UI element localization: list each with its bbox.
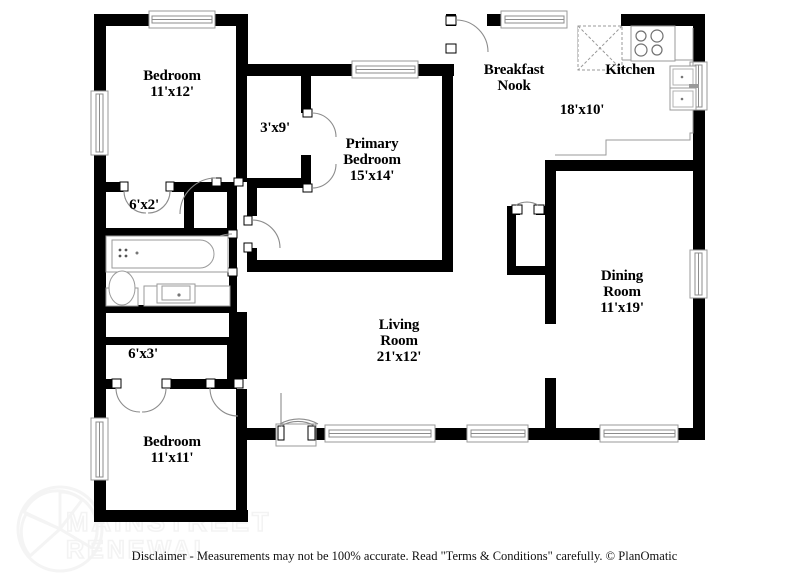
door-nook-exterior xyxy=(445,15,489,54)
door-primary-bedroom xyxy=(243,215,281,253)
window-nook-top xyxy=(500,10,568,29)
room-label-closet-6x2: 6'x2' xyxy=(129,197,159,213)
kitchen-sink-fixture xyxy=(669,65,699,111)
door-living-entry xyxy=(275,393,319,447)
window-primary-top xyxy=(351,60,419,79)
door-bedroom1 xyxy=(179,177,244,215)
window-bedroom1-top xyxy=(148,10,216,29)
room-label-bedroom-1: Bedroom 11'x12' xyxy=(143,68,201,101)
room-label-dining-room: Dining Room 11'x19' xyxy=(600,268,644,317)
window-bedroom1-left xyxy=(90,90,109,156)
room-label-bedroom-2: Bedroom 11'x11' xyxy=(143,434,201,467)
disclaimer-text: Disclaimer - Measurements may not be 100… xyxy=(131,549,678,563)
window-bedroom2-left xyxy=(90,417,109,481)
window-living-bottom-1 xyxy=(324,424,436,443)
room-label-kitchen-dims: 18'x10' xyxy=(559,102,605,118)
cooktop-fixture xyxy=(630,25,676,62)
watermark-line2: RENEWAL xyxy=(66,536,212,564)
room-label-closet-6x3: 6'x3' xyxy=(128,346,158,362)
kitchen-fixtures xyxy=(555,25,699,156)
window-dining-bottom xyxy=(599,424,679,443)
window-dining-right xyxy=(689,249,708,299)
vanity-sink-fixture xyxy=(143,283,231,307)
room-label-breakfast-nook: Breakfast Nook xyxy=(483,62,545,95)
room-label-kitchen: Kitchen xyxy=(605,62,655,78)
door-closet-3x9 xyxy=(302,108,337,193)
bathroom-fixtures xyxy=(105,235,231,307)
room-label-closet-3x9: 3'x9' xyxy=(260,120,290,136)
bathtub-fixture xyxy=(105,235,229,273)
door-bedroom2 xyxy=(205,378,244,417)
door-closet-6x3 xyxy=(111,378,172,413)
dishwasher-fixture xyxy=(577,25,623,71)
room-label-primary-bedroom: Primary Bedroom 15'x14' xyxy=(343,136,401,185)
window-living-bottom-2 xyxy=(466,424,529,443)
door-closet-6x2 xyxy=(119,181,175,214)
windows xyxy=(90,10,708,481)
walls xyxy=(94,14,705,522)
toilet-fixture xyxy=(105,270,139,307)
room-label-living-room: Living Room 21'x12' xyxy=(376,317,422,366)
door-hall-closet xyxy=(511,201,545,215)
